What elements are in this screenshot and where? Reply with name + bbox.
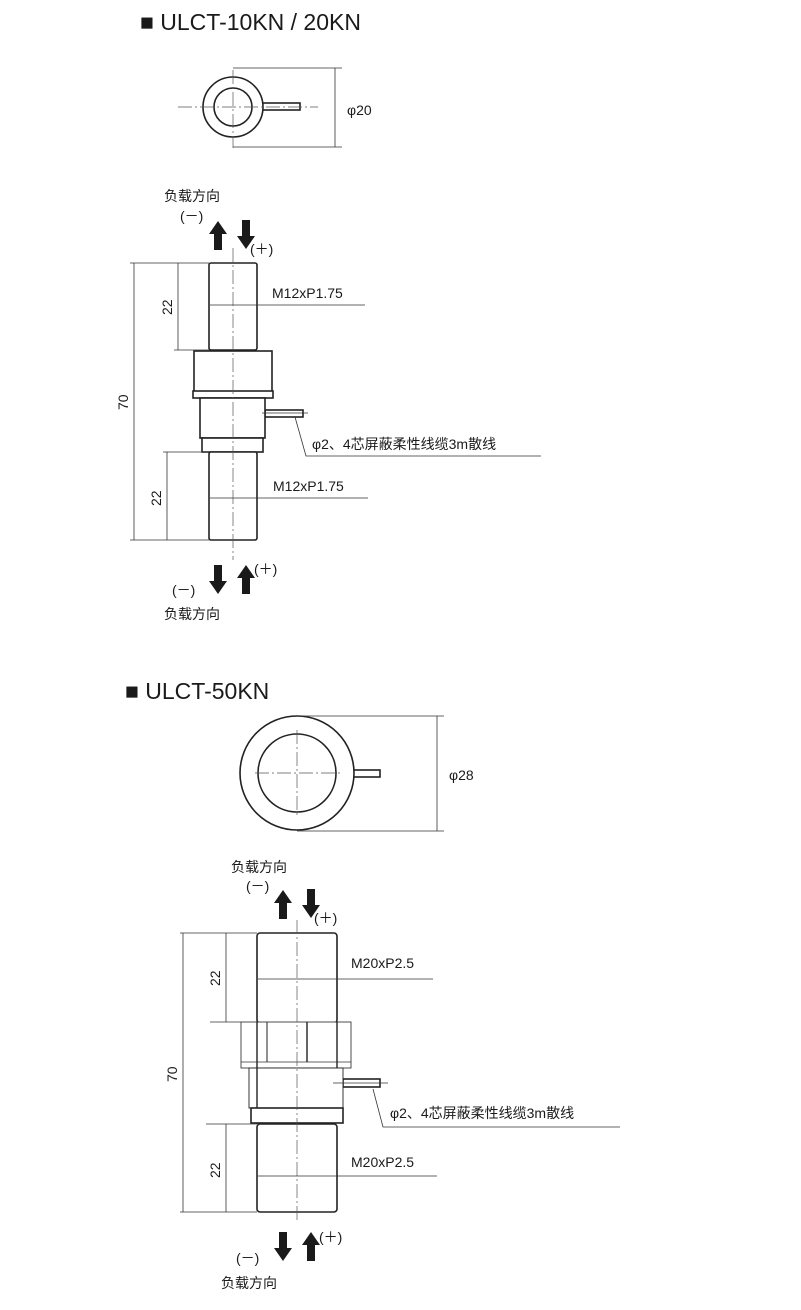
thread-length-bottom-label: 22 [148, 490, 164, 506]
plus-label: (＋) [314, 910, 337, 926]
model-title: ■ ULCT-10KN / 20KN [140, 9, 361, 35]
load-direction-label: 负载方向 [221, 1275, 277, 1291]
diameter-label: φ20 [347, 102, 372, 118]
cable-note: φ2、4芯屏蔽柔性线缆3m散线 [390, 1105, 574, 1121]
lower-body [199, 397, 266, 439]
arrow-up-icon [209, 221, 227, 250]
arrow-up-icon [302, 1232, 320, 1261]
arrow-down-icon [237, 220, 255, 249]
arrow-down-icon [209, 565, 227, 594]
side-view: M20xP2.5 M20xP2.5 φ2、4芯屏蔽柔性线缆3m散线 70 22 … [164, 920, 620, 1222]
plus-label: (＋) [250, 241, 273, 257]
thread-length-top-label: 22 [207, 970, 223, 986]
thread-label-top: M12xP1.75 [272, 285, 343, 301]
cable-note: φ2、4芯屏蔽柔性线缆3m散线 [312, 436, 496, 452]
thread-length-bottom-label: 22 [207, 1162, 223, 1178]
total-length-label: 70 [164, 1066, 180, 1082]
arrow-down-icon [274, 1232, 292, 1261]
arrow-up-icon [274, 890, 292, 919]
minus-label: (－) [236, 1250, 259, 1266]
cable-leader-line [372, 1088, 620, 1128]
plus-label: (＋) [319, 1229, 342, 1245]
model-ulct-10-20kn: ■ ULCT-10KN / 20KN φ20 负载方向 (－) (＋) [115, 9, 541, 622]
minus-label: (－) [246, 878, 269, 894]
thread-label-bottom: M12xP1.75 [273, 478, 344, 494]
minus-label: (－) [172, 582, 195, 598]
load-direction-label: 负载方向 [164, 606, 220, 622]
lower-body [248, 1067, 344, 1109]
side-view: M12xP1.75 M12xP1.75 φ2、4芯屏蔽柔性线缆3m散线 70 2… [115, 248, 541, 560]
ring [201, 437, 264, 453]
load-direction-label: 负载方向 [164, 188, 220, 204]
minus-label: (－) [180, 208, 203, 224]
thread-length-top-label: 22 [159, 299, 175, 315]
load-direction-label: 负载方向 [231, 859, 287, 875]
thread-label-top: M20xP2.5 [351, 955, 414, 971]
diameter-label: φ28 [449, 767, 474, 783]
thread-label-bottom: M20xP2.5 [351, 1154, 414, 1170]
model-ulct-50kn: ■ ULCT-50KN φ28 负载方向 (－) (＋) [125, 678, 620, 1291]
total-length-label: 70 [115, 394, 131, 410]
plus-label: (＋) [254, 561, 277, 577]
cable-stub [261, 102, 301, 111]
top-view: φ20 [178, 67, 372, 148]
model-title: ■ ULCT-50KN [125, 678, 269, 704]
nut [240, 1021, 352, 1069]
cable [264, 409, 304, 418]
cable-leader-line [294, 416, 541, 457]
arrow-up-icon [237, 565, 255, 594]
top-view: φ28 [239, 715, 474, 832]
arrow-down-icon [302, 889, 320, 918]
